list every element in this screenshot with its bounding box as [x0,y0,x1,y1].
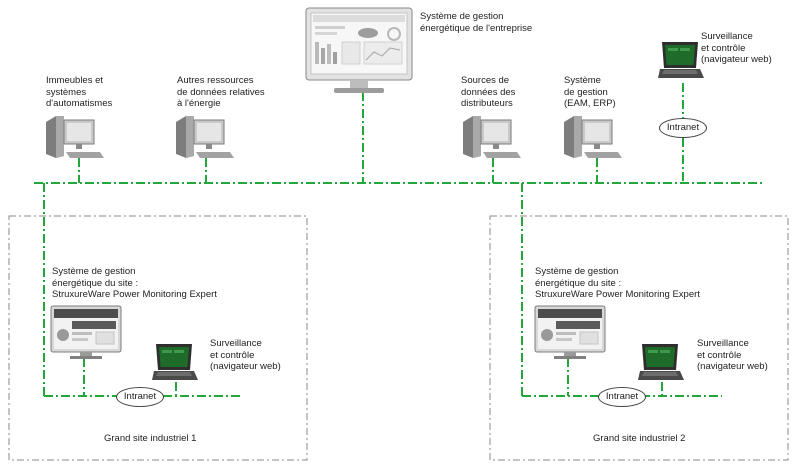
management-computer-icon [564,116,622,158]
buildings-computer-icon [46,116,104,158]
site-2-title: Grand site industriel 2 [593,433,686,444]
site-2-boundary [489,215,789,461]
site-2-server-monitor-icon [534,305,606,359]
remote-intranet-node: Intranet [659,118,707,138]
site-2-laptop-icon [638,344,684,380]
enterprise-monitor-icon [305,7,413,93]
site-1-boundary [8,215,308,461]
site-1-server-monitor-icon [50,305,122,359]
site-1-intranet-node: Intranet [116,387,164,407]
remote-laptop-icon [658,42,704,78]
site-1-title: Grand site industriel 1 [104,433,197,444]
site-1-laptop-icon [152,344,198,380]
distributors-computer-icon [463,116,521,158]
energy-resources-computer-icon [176,116,234,158]
site-2-intranet-node: Intranet [598,387,646,407]
